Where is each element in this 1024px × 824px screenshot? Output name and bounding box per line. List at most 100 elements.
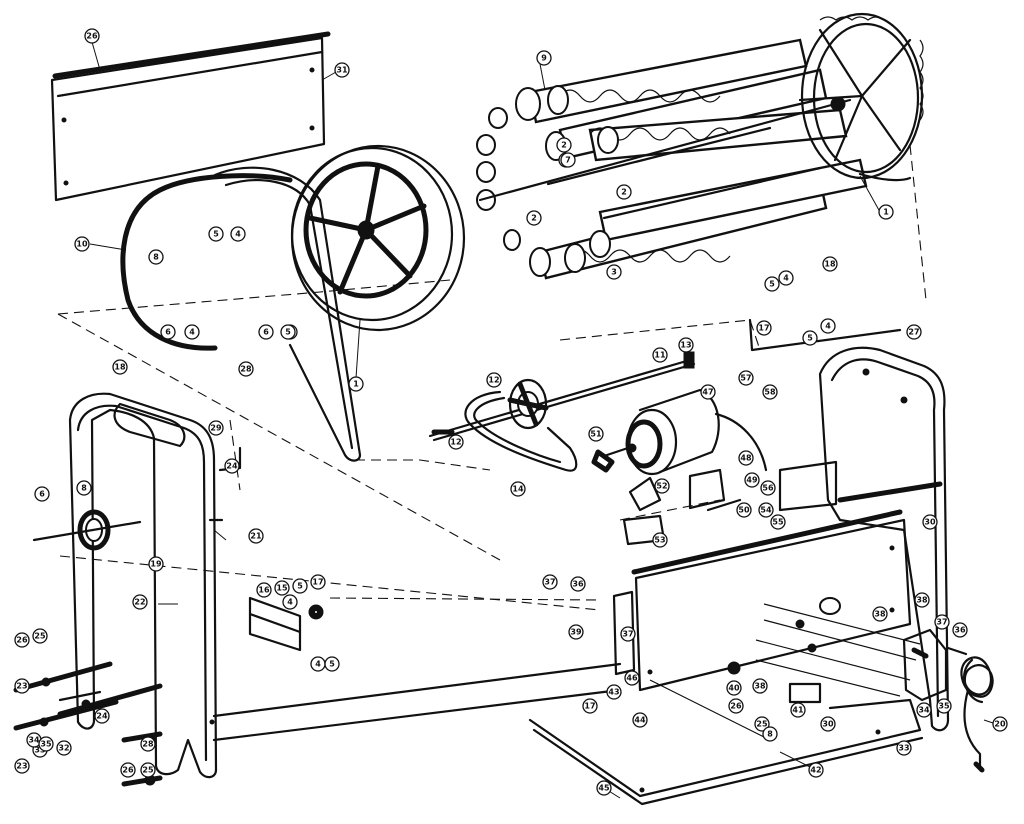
roller-drum (476, 12, 924, 280)
hinge-bracket (248, 596, 324, 652)
callout-number: 5 (807, 334, 813, 343)
motor (591, 388, 768, 546)
callout-c-5-a: 5 (208, 226, 224, 242)
callout-c-37-b: 37 (620, 626, 636, 642)
callout-number: 35 (938, 702, 950, 711)
callout-number: 30 (924, 518, 936, 527)
callout-c-2-a: 2 (556, 137, 572, 153)
callout-c-5-c: 5 (764, 276, 780, 292)
callout-number: 12 (488, 376, 499, 385)
callout-c-41: 41 (790, 702, 806, 718)
callout-c-13-a: 13 (678, 337, 694, 353)
callout-number: 25 (34, 632, 46, 641)
callout-c-26-b: 26 (120, 762, 136, 778)
callout-c-17-b: 17 (310, 574, 326, 590)
callout-number: 35 (40, 740, 52, 749)
callout-number: 26 (16, 636, 28, 645)
callout-number: 3 (611, 268, 617, 277)
callout-c-42: 42 (808, 762, 824, 778)
callout-number: 38 (874, 610, 886, 619)
callout-c-25-b: 25 (140, 762, 156, 778)
callout-number: 19 (150, 560, 162, 569)
callout-number: 23 (16, 682, 27, 691)
callout-number: 50 (738, 506, 750, 515)
callout-number: 6 (165, 328, 171, 337)
callout-c-4-a: 4 (230, 226, 246, 242)
callout-number: 52 (656, 482, 667, 491)
callout-number: 6 (39, 490, 45, 499)
callout-number: 6 (263, 328, 269, 337)
callout-number: 10 (76, 240, 88, 249)
left-frame (68, 392, 242, 779)
callout-c-36-b: 36 (952, 622, 968, 638)
callout-c-30: 30 (922, 514, 938, 530)
callout-c-17-a: 17 (756, 320, 772, 336)
callout-number: 8 (767, 730, 773, 739)
callout-number: 17 (584, 702, 595, 711)
callout-c-38-a: 38 (872, 606, 888, 622)
callout-number: 17 (758, 324, 769, 333)
power-cord (946, 646, 994, 773)
callout-c-36: 36 (570, 576, 586, 592)
callout-number: 16 (258, 586, 270, 595)
callout-c-6-b: 6 (258, 324, 274, 340)
callout-c-20: 20 (992, 716, 1008, 732)
callout-number: 36 (954, 626, 966, 635)
callout-number: 34 (28, 736, 40, 745)
callout-number: 2 (531, 214, 537, 223)
callout-number: 24 (96, 712, 108, 721)
callout-number: 18 (824, 260, 836, 269)
callout-number: 39 (570, 628, 582, 637)
callout-c-27: 27 (906, 324, 922, 340)
callout-c-50: 50 (736, 502, 752, 518)
callout-c-12-b: 12 (448, 434, 464, 450)
callout-c-23-b: 23 (14, 758, 30, 774)
callout-c-19: 19 (148, 556, 164, 572)
callout-number: 43 (608, 688, 619, 697)
callout-number: 1 (883, 208, 889, 217)
callout-c-12-a: 12 (486, 372, 502, 388)
callout-c-7: 7 (560, 152, 576, 168)
callout-c-4-g: 4 (282, 594, 298, 610)
callout-c-18-b: 18 (822, 256, 838, 272)
callout-number: 53 (654, 536, 665, 545)
switch-assembly (649, 597, 948, 741)
callout-number: 28 (240, 365, 252, 374)
callout-number: 18 (114, 363, 126, 372)
callout-number: 37 (544, 578, 555, 587)
callout-c-4-d: 4 (778, 270, 794, 286)
callout-c-18-a: 18 (112, 359, 128, 375)
callout-number: 13 (680, 341, 691, 350)
callout-c-34-b: 34 (916, 702, 932, 718)
callout-number: 8 (81, 484, 87, 493)
shaft-and-belt (428, 351, 696, 472)
callout-number: 5 (297, 582, 303, 591)
callout-c-34: 34 (26, 732, 42, 748)
callout-c-25-a: 25 (32, 628, 48, 644)
callout-number: 25 (142, 766, 154, 775)
callout-c-4-b: 4 (184, 324, 200, 340)
callout-number: 34 (918, 706, 930, 715)
callout-c-1-a: 1 (348, 376, 364, 392)
callout-number: 5 (285, 328, 291, 337)
callout-c-48: 48 (738, 450, 754, 466)
callout-c-35: 35 (38, 736, 54, 752)
callout-number: 38 (916, 596, 928, 605)
callout-c-38-b: 38 (752, 678, 768, 694)
callout-c-23-a: 23 (14, 678, 30, 694)
callout-number: 4 (235, 230, 241, 239)
callout-number: 44 (634, 716, 646, 725)
callout-c-3-b: 3 (606, 264, 622, 280)
callout-c-16: 16 (256, 582, 272, 598)
callout-c-40: 40 (726, 680, 742, 696)
callout-c-28-b: 28 (140, 736, 156, 752)
callout-c-38-c: 38 (914, 592, 930, 608)
callout-c-24-b: 24 (94, 708, 110, 724)
callout-number: 36 (572, 580, 584, 589)
callout-number: 26 (730, 702, 742, 711)
callout-c-39: 39 (568, 624, 584, 640)
callout-c-56: 56 (760, 480, 776, 496)
callout-number: 57 (740, 374, 751, 383)
callout-number: 15 (276, 584, 288, 593)
callout-number: 49 (746, 476, 758, 485)
